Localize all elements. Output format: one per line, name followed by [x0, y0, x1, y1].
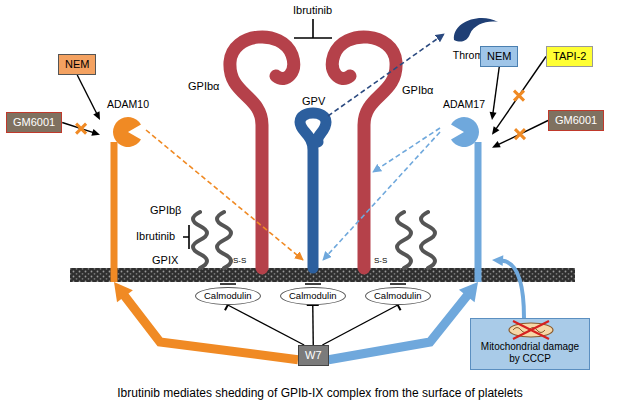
- connector-line: [62, 123, 93, 133]
- stalk: [111, 142, 118, 282]
- connector: [490, 67, 500, 120]
- membrane: [70, 268, 575, 282]
- cleavage-arrow: [323, 132, 440, 260]
- part-label: GPIbα: [188, 80, 219, 93]
- part-label: Ibrutinib: [136, 230, 175, 243]
- inhibition-bar: [220, 283, 406, 284]
- damage-cross: [513, 321, 549, 339]
- protease-shape: ADAM10: [100, 98, 156, 282]
- block-cross: [515, 129, 525, 139]
- block-cross: [514, 91, 524, 101]
- protease-icon: [100, 98, 156, 282]
- connector: [77, 75, 100, 120]
- arrow-head: [91, 129, 100, 136]
- inhibitor-box: NEM: [58, 54, 96, 75]
- mitochondrion-icon: [471, 319, 591, 341]
- calmodulin-ellipse: Calmodulin: [195, 287, 261, 305]
- node-text: NEM: [65, 58, 89, 70]
- cleavage-arrow: [373, 128, 440, 172]
- connector-line: [498, 121, 548, 145]
- connector: [225, 300, 304, 345]
- connector-line: [496, 57, 546, 130]
- arrow-head: [492, 255, 503, 266]
- arrow-head: [459, 282, 478, 302]
- part-label: GPIX: [152, 254, 178, 267]
- inhibitor-box: GM6001: [6, 112, 62, 133]
- part-label: S-S: [233, 256, 246, 266]
- connector-line: [312, 305, 314, 345]
- connector-line: [501, 261, 524, 318]
- coils: [193, 212, 435, 268]
- calmodulin-ellipse: Calmodulin: [365, 287, 431, 305]
- caption: Ibrutinib mediates shedding of GPIb-IX c…: [0, 386, 640, 401]
- coil: [397, 212, 411, 268]
- part-label: GPIbα: [402, 84, 433, 97]
- part-label: S-S: [374, 256, 387, 266]
- connector-line: [123, 294, 298, 360]
- node-text: ADAM10: [100, 98, 156, 111]
- protease-icon: [113, 117, 141, 147]
- cleavage-arrow: [328, 34, 444, 116]
- node-text: Calmodulin: [374, 290, 422, 301]
- inhibitor-box: NEM: [480, 46, 518, 67]
- node-text: Mitochondrial damage by CCCP: [481, 341, 579, 364]
- arrow-head: [490, 112, 497, 120]
- coil: [421, 212, 435, 268]
- node-text: TAPI-2: [553, 50, 586, 62]
- node-text: GM6001: [13, 116, 55, 128]
- connector: [62, 123, 100, 136]
- protease-icon: [436, 98, 492, 282]
- arrow-head: [93, 111, 100, 120]
- gpib-alpha: [332, 37, 396, 268]
- connector-line: [77, 75, 97, 114]
- gpv: [300, 113, 326, 268]
- calmodulin-ellipse: Calmodulin: [280, 287, 346, 305]
- node-text: NEM: [487, 50, 511, 62]
- connector-line: [493, 67, 499, 113]
- connector: [329, 282, 479, 360]
- coil: [193, 212, 207, 268]
- coil: [217, 212, 231, 268]
- arrow-head: [114, 282, 133, 302]
- connector: [114, 282, 298, 360]
- node-text: ADAM17: [436, 98, 492, 111]
- connector: [322, 300, 400, 345]
- connector: [492, 255, 524, 318]
- node-text: Calmodulin: [289, 290, 337, 301]
- node-text: Calmodulin: [204, 290, 252, 301]
- thrombin-icon: [454, 18, 498, 42]
- connector: [492, 121, 548, 148]
- part-label: GPIbβ: [150, 204, 181, 217]
- inhibitor-box: TAPI-2: [546, 46, 593, 67]
- connector-line: [322, 305, 397, 345]
- inhibition-bar: [183, 225, 189, 249]
- connector: [307, 305, 319, 345]
- connector-line: [228, 305, 304, 345]
- connector: [492, 57, 546, 135]
- stalk: [475, 142, 482, 282]
- part-label: Ibrutinib: [293, 4, 332, 17]
- node-text: GM6001: [555, 114, 597, 126]
- inhibitor-box: W7: [298, 345, 329, 366]
- protease-shape: ADAM17: [436, 98, 492, 282]
- mitochondria-box: Mitochondrial damage by CCCP: [470, 318, 590, 370]
- node-text: W7: [305, 349, 322, 361]
- inhibitor-box: GM6001: [548, 110, 604, 131]
- block-cross: [76, 124, 86, 134]
- protease-icon: [451, 117, 479, 147]
- inhibition-bar: [294, 19, 332, 38]
- gpib-alpha: [230, 37, 294, 268]
- part-label: GPV: [302, 95, 325, 108]
- arrow-head: [492, 141, 501, 148]
- arrow-head: [492, 126, 499, 135]
